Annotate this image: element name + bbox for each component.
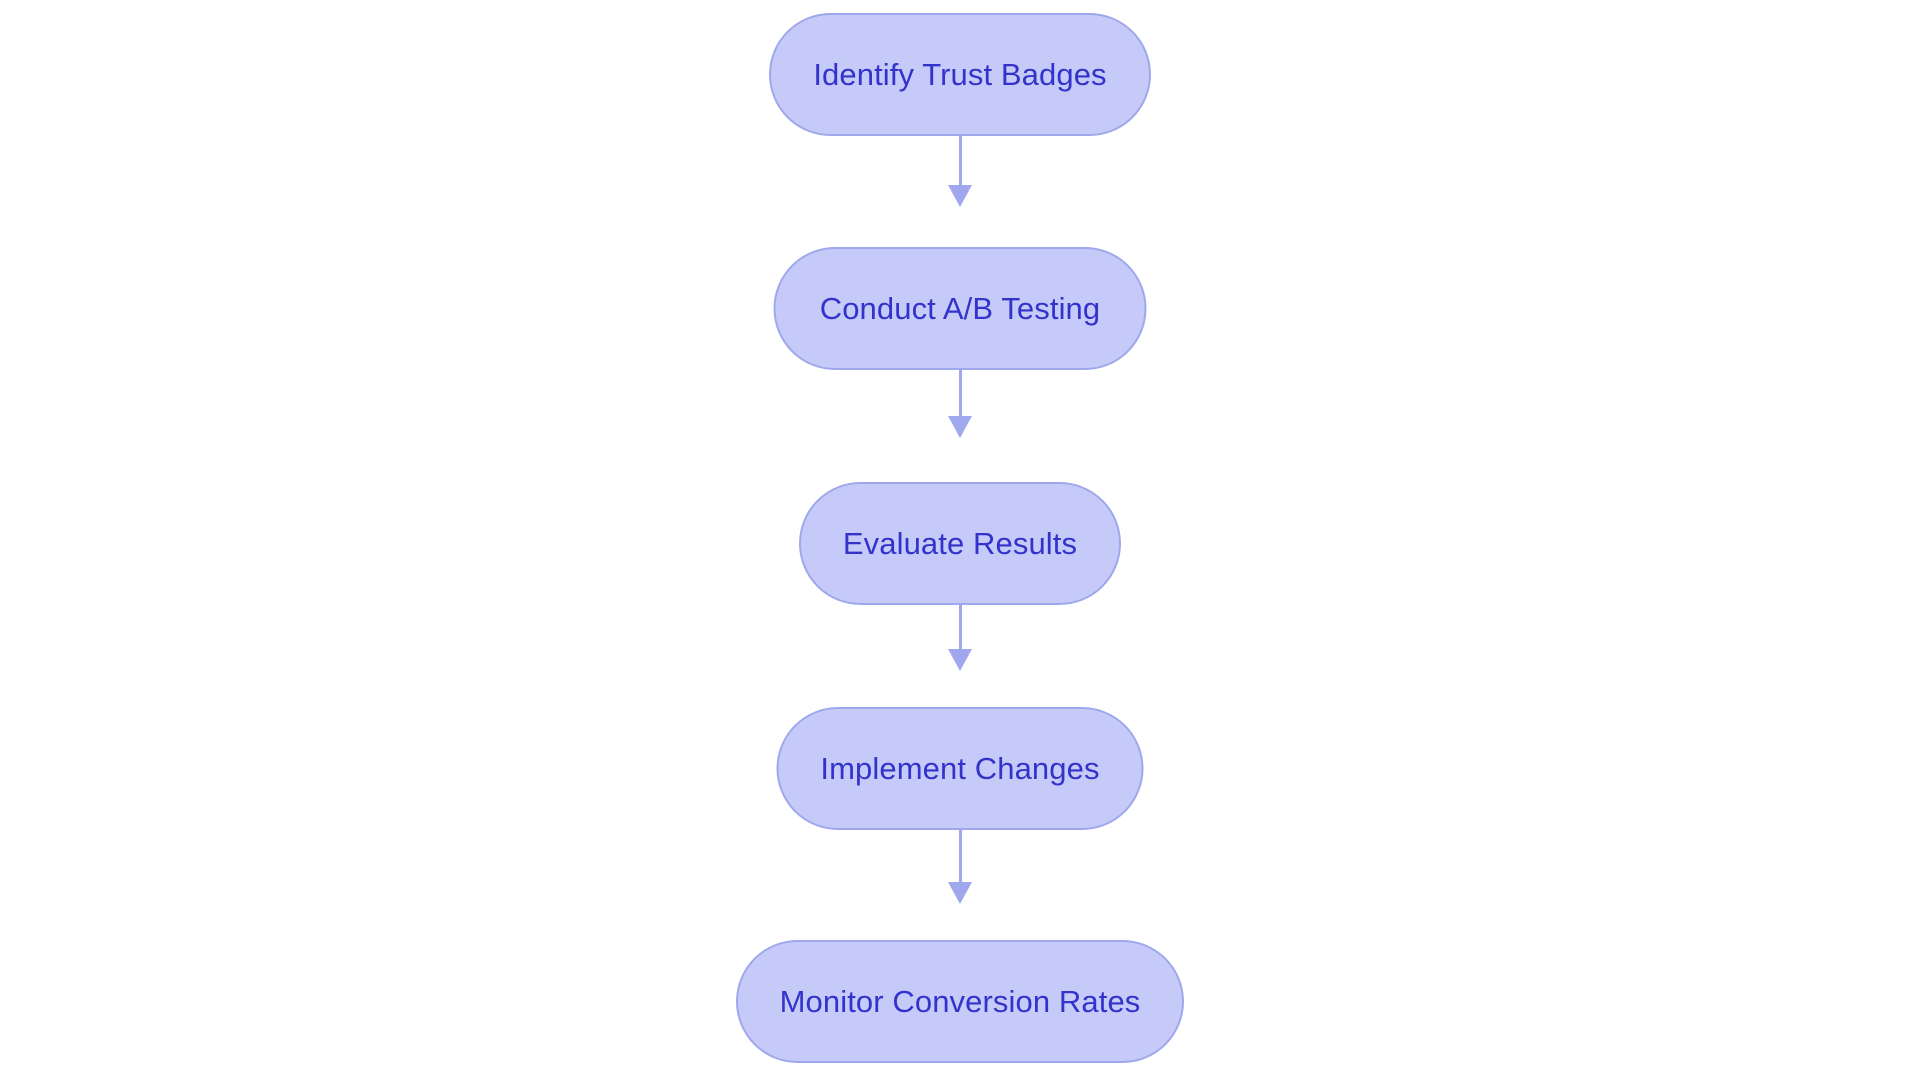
arrow-down-icon	[948, 882, 972, 904]
flow-node-label: Implement Changes	[820, 751, 1100, 786]
flow-node-identify-trust-badges[interactable]: Identify Trust Badges	[769, 13, 1151, 136]
flow-node-evaluate-results[interactable]: Evaluate Results	[799, 482, 1121, 605]
connector-line	[958, 603, 962, 650]
flow-node-label: Evaluate Results	[842, 526, 1078, 561]
flow-connector-implement-changes-to-monitor-conversion-rates	[948, 829, 972, 904]
flow-node-monitor-conversion-rates[interactable]: Monitor Conversion Rates	[736, 940, 1184, 1063]
flow-connector-conduct-ab-testing-to-evaluate-results	[948, 370, 972, 438]
flow-node-label: Conduct A/B Testing	[819, 291, 1101, 326]
arrow-down-icon	[948, 185, 972, 207]
flow-node-implement-changes[interactable]: Implement Changes	[776, 707, 1144, 830]
flow-node-conduct-ab-testing[interactable]: Conduct A/B Testing	[773, 247, 1147, 370]
connector-line	[958, 136, 962, 186]
flow-node-label: Monitor Conversion Rates	[779, 984, 1141, 1019]
arrow-down-icon	[948, 416, 972, 438]
flow-connector-evaluate-results-to-implement-changes	[948, 603, 972, 671]
flow-node-label: Identify Trust Badges	[813, 57, 1107, 92]
connector-line	[958, 370, 962, 417]
connector-line	[958, 829, 962, 883]
arrow-down-icon	[948, 649, 972, 671]
flow-connector-identify-trust-badges-to-conduct-ab-testing	[948, 136, 972, 207]
